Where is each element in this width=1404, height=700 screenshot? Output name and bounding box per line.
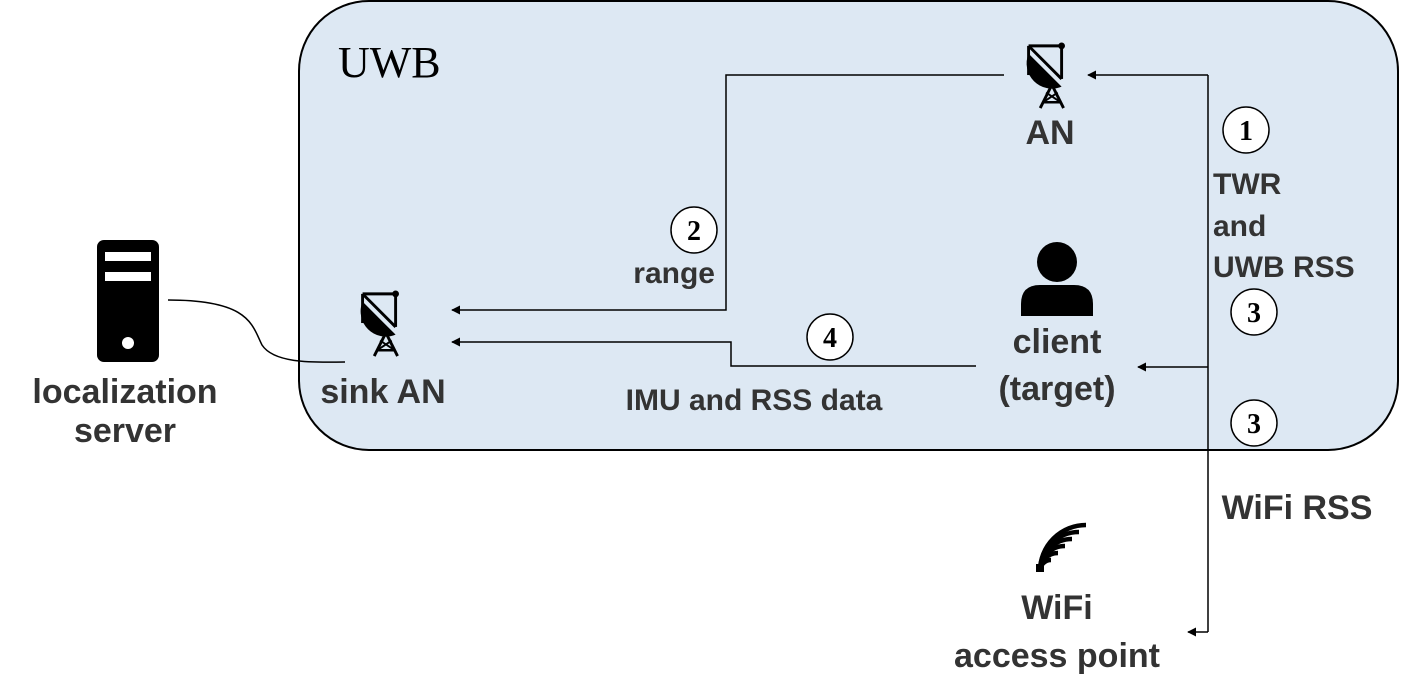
step-4-badge: 4 [806, 313, 854, 361]
an-label: AN [1025, 114, 1074, 152]
twr-label-line2: and [1213, 210, 1266, 243]
server-label-line1: localization [32, 373, 217, 411]
imu-rss-label: IMU and RSS data [626, 384, 883, 417]
range-edge [451, 74, 1004, 315]
svg-text:2: 2 [687, 216, 701, 247]
step-3b-badge: 3 [1230, 399, 1278, 447]
twr-label-line3: UWB RSS [1213, 251, 1355, 284]
uwb-region [298, 0, 1399, 451]
range-label: range [633, 257, 715, 290]
server-label-line2: server [74, 412, 176, 450]
wifi-icon [1037, 522, 1087, 572]
uwb-region-label: UWB [338, 38, 441, 87]
client-label-line2: (target) [998, 370, 1115, 408]
svg-text:3: 3 [1247, 409, 1261, 440]
svg-text:3: 3 [1247, 298, 1261, 329]
person-icon [1021, 242, 1093, 316]
imu-data-edge [451, 337, 976, 367]
step-2-badge: 2 [670, 206, 718, 254]
server-icon [97, 240, 159, 362]
step-1-badge: 1 [1222, 106, 1270, 154]
svg-text:4: 4 [823, 323, 837, 354]
twr-label-line1: TWR [1213, 168, 1282, 201]
wifi-rss-label: WiFi RSS [1222, 489, 1373, 527]
step-3a-badge: 3 [1230, 288, 1278, 336]
wifi-label-line2: access point [954, 637, 1160, 675]
sink-an-label: sink AN [320, 373, 445, 411]
wifi-label-line1: WiFi [1021, 589, 1092, 627]
server-sink-link [167, 299, 346, 363]
svg-text:1: 1 [1239, 116, 1253, 147]
client-label-line1: client [1013, 323, 1102, 361]
